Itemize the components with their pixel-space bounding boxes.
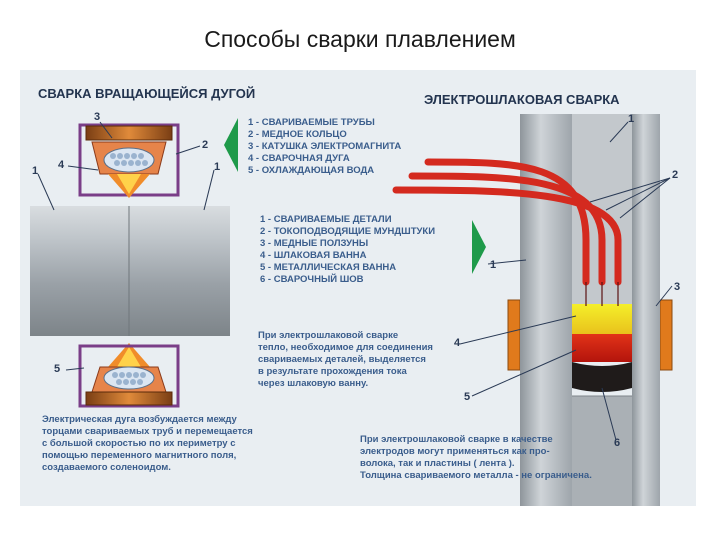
right-legend-item: 4 - ШЛАКОВАЯ ВАННА	[260, 250, 367, 261]
callout-left-1a: 1	[32, 165, 38, 177]
left-legend-item: 1 - СВАРИВАЕМЫЕ ТРУБЫ	[248, 117, 375, 128]
callout-left-3: 3	[94, 111, 100, 123]
svg-text:Толщина свариваемого металла -: Толщина свариваемого металла - не ограни…	[360, 470, 592, 481]
rotating-arc-description: Электрическая дуга возбуждается между то…	[42, 414, 253, 473]
left-legend-item: 4 - СВАРОЧНАЯ ДУГА	[248, 153, 350, 164]
svg-text:При электрошлаковой сварке: При электрошлаковой сварке	[258, 330, 398, 341]
left-legend-item: 3 - КАТУШКА ЭЛЕКТРОМАГНИТА	[248, 141, 401, 152]
right-legend-item: 2 - ТОКОПОДВОДЯЩИЕ МУНДШТУКИ	[260, 226, 435, 237]
right-legend-item: 3 - МЕДНЫЕ ПОЛЗУНЫ	[260, 238, 368, 249]
lower-coil-assembly	[78, 343, 180, 408]
svg-text:Электрическая дуга возбуждаетс: Электрическая дуга возбуждается между	[42, 414, 238, 425]
svg-text:через шлаковую ванну.: через шлаковую ванну.	[258, 378, 368, 389]
callout-right-5: 5	[464, 391, 470, 403]
callout-right-2: 2	[672, 169, 678, 181]
right-legend: 1 - СВАРИВАЕМЫЕ ДЕТАЛИ 2 - ТОКОПОДВОДЯЩИ…	[260, 214, 435, 285]
callout-left-1b: 1	[214, 161, 220, 173]
slide-title: Способы сварки плавлением	[204, 26, 516, 52]
svg-text:тепло, необходимое для соедине: тепло, необходимое для соединения	[258, 342, 433, 353]
electrode-wires	[585, 282, 619, 306]
left-legend: 1 - СВАРИВАЕМЫЕ ТРУБЫ 2 - МЕДНОЕ КОЛЬЦО …	[248, 117, 401, 176]
svg-text:в результате прохождения тока: в результате прохождения тока	[258, 366, 407, 377]
callout-left-2: 2	[202, 139, 208, 151]
right-heading: ЭЛЕКТРОШЛАКОВАЯ СВАРКА	[424, 92, 620, 107]
callout-right-4: 4	[454, 337, 461, 349]
right-legend-item: 1 - СВАРИВАЕМЫЕ ДЕТАЛИ	[260, 214, 392, 225]
left-legend-item: 5 - ОХЛАЖДАЮЩАЯ ВОДА	[248, 165, 374, 176]
svg-text:с большой скоростью по их пери: с большой скоростью по их периметру с	[42, 438, 236, 449]
welding-diagram: СВАРКА ВРАЩАЮЩЕЙСЯ ДУГОЙ	[30, 86, 680, 506]
callout-right-1a: 1	[628, 113, 634, 125]
svg-text:помощью переменного магнитного: помощью переменного магнитного поля,	[42, 450, 236, 461]
svg-text:свариваемых деталей, выделяетс: свариваемых деталей, выделяется	[258, 354, 426, 365]
welded-pipes	[30, 206, 230, 336]
electrodes	[392, 158, 622, 286]
right-callout-lines	[459, 121, 673, 441]
right-legend-arrow	[472, 220, 486, 274]
svg-text:При электрошлаковой сварке в к: При электрошлаковой сварке в качестве	[360, 434, 553, 445]
right-legend-item: 6 - СВАРОЧНЫЙ ШОВ	[260, 273, 364, 285]
callout-right-6: 6	[614, 437, 620, 449]
left-legend-item: 2 - МЕДНОЕ КОЛЬЦО	[248, 129, 347, 140]
svg-text:электродов могут применяться к: электродов могут применяться как про-	[360, 446, 550, 457]
left-callout-lines	[37, 121, 215, 371]
electroslag-note-1: При электрошлаковой сварке тепло, необхо…	[258, 330, 433, 389]
callout-right-1b: 1	[490, 259, 496, 271]
svg-text:торцами свариваемых труб и пер: торцами свариваемых труб и перемещается	[42, 426, 253, 437]
right-legend-item: 5 - МЕТАЛЛИЧЕСКАЯ ВАННА	[260, 262, 396, 273]
left-legend-arrow	[224, 118, 238, 172]
callout-right-3: 3	[674, 281, 680, 293]
left-heading: СВАРКА ВРАЩАЮЩЕЙСЯ ДУГОЙ	[38, 86, 255, 101]
svg-text:волока, так и пластины ( лента: волока, так и пластины ( лента ).	[360, 458, 515, 469]
callout-left-4: 4	[58, 159, 65, 171]
upper-coil-assembly	[78, 123, 180, 198]
callout-left-5: 5	[54, 363, 60, 375]
svg-text:создаваемого соленоидом.: создаваемого соленоидом.	[42, 462, 171, 473]
electroslag-note-2: При электрошлаковой сварке в качестве эл…	[360, 434, 592, 481]
